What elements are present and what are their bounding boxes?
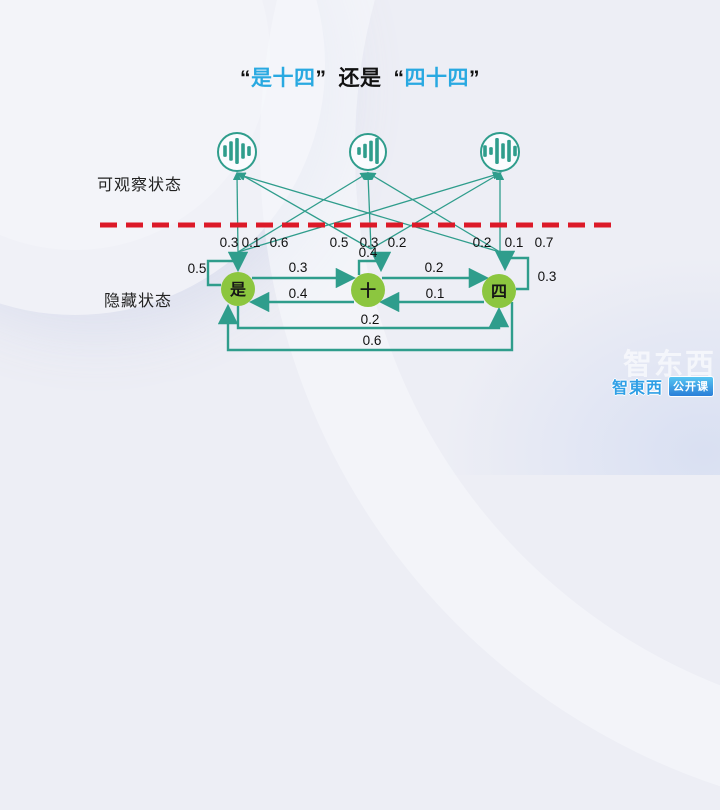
waveform-bar bbox=[489, 147, 493, 155]
hidden-state-char-ten: 十 bbox=[360, 281, 376, 300]
hidden-state-char-shi: 是 bbox=[229, 281, 246, 299]
emission-prob-label: 0.3 bbox=[220, 235, 239, 250]
self-loop-prob-si: 0.3 bbox=[538, 269, 557, 284]
title-phrase-1: 是十四 bbox=[251, 67, 316, 90]
hidden-states-label: 隐藏状态 bbox=[104, 293, 173, 310]
waveform-icon bbox=[357, 138, 379, 164]
emission-line bbox=[363, 171, 373, 250]
waveform-bar bbox=[369, 140, 373, 162]
emission-prob-label: 0.1 bbox=[505, 235, 524, 250]
emission-line bbox=[370, 172, 502, 250]
close-quote: ” bbox=[469, 67, 480, 90]
brand-logo-text: 智東西 bbox=[611, 380, 663, 397]
waveform-bar bbox=[363, 143, 367, 159]
emission-probability-labels: 0.3 0.1 0.6 0.5 0.3 0.2 0.2 0.1 0.7 bbox=[220, 235, 554, 250]
emission-prob-label: 0.2 bbox=[388, 235, 407, 250]
emission-prob-label: 0.6 bbox=[270, 235, 289, 250]
waveform-bar bbox=[483, 145, 487, 157]
hidden-state-circle-si bbox=[482, 274, 516, 308]
self-loop-prob-shi: 0.5 bbox=[188, 261, 207, 276]
waveform-bar bbox=[513, 145, 517, 157]
waveform-icon bbox=[483, 138, 517, 164]
trans-prob-shi-to-ten: 0.3 bbox=[289, 260, 308, 275]
waveform-bar bbox=[241, 143, 245, 159]
trans-prob-ten-to-si: 0.2 bbox=[425, 260, 444, 275]
waveform-bar bbox=[501, 143, 505, 159]
brand-logo: 智東西 公开课 bbox=[612, 374, 714, 398]
title-phrase-2: 四十四 bbox=[404, 67, 469, 90]
observable-states-label: 可观察状态 bbox=[97, 177, 183, 194]
hmm-diagram: 是 十 四 0.3 0.1 0.6 0.5 0.3 0.2 0.2 0.1 0.… bbox=[100, 132, 618, 352]
emission-prob-label: 0.7 bbox=[535, 235, 554, 250]
waveform-bar bbox=[223, 145, 227, 157]
open-quote: “ bbox=[240, 67, 251, 90]
waveform-bar bbox=[247, 146, 251, 156]
slide-title: “是十四”还是“四十四” bbox=[0, 62, 720, 92]
trans-prob-ten-to-shi: 0.4 bbox=[289, 286, 308, 301]
waveform-bar bbox=[495, 138, 499, 164]
waveform-bar bbox=[507, 139, 511, 162]
open-quote: “ bbox=[393, 67, 405, 90]
observation-node-2 bbox=[349, 133, 387, 171]
title-conjunction: 还是 bbox=[338, 67, 382, 90]
waveform-bar bbox=[375, 138, 379, 164]
waveform-bar bbox=[235, 138, 239, 164]
emission-prob-label: 0.3 bbox=[360, 235, 379, 250]
self-loop-si bbox=[494, 250, 530, 291]
self-loop-ten bbox=[357, 251, 392, 275]
observation-nodes bbox=[217, 132, 520, 172]
observation-node-1 bbox=[217, 132, 257, 172]
observation-node-3 bbox=[480, 132, 520, 172]
trans-prob-si-to-ten: 0.1 bbox=[426, 286, 445, 301]
arrow-si-to-shi bbox=[217, 302, 514, 352]
self-loop-prob-ten: 0.4 bbox=[359, 245, 378, 260]
hidden-state-circle-ten bbox=[351, 273, 385, 307]
emission-prob-label: 0.1 bbox=[242, 235, 261, 250]
waveform-bar bbox=[229, 141, 233, 161]
brand-logo-badge: 公开课 bbox=[668, 375, 714, 397]
emission-prob-label: 0.5 bbox=[330, 235, 349, 250]
emission-line bbox=[367, 172, 501, 253]
observation-circle bbox=[349, 133, 387, 171]
close-quote: ” bbox=[315, 67, 327, 90]
emission-prob-label: 0.2 bbox=[473, 235, 492, 250]
trans-prob-si-to-shi: 0.6 bbox=[363, 333, 382, 348]
hidden-state-char-si: 四 bbox=[491, 284, 507, 301]
waveform-bar bbox=[357, 147, 361, 155]
trans-prob-shi-to-si: 0.2 bbox=[361, 312, 380, 327]
